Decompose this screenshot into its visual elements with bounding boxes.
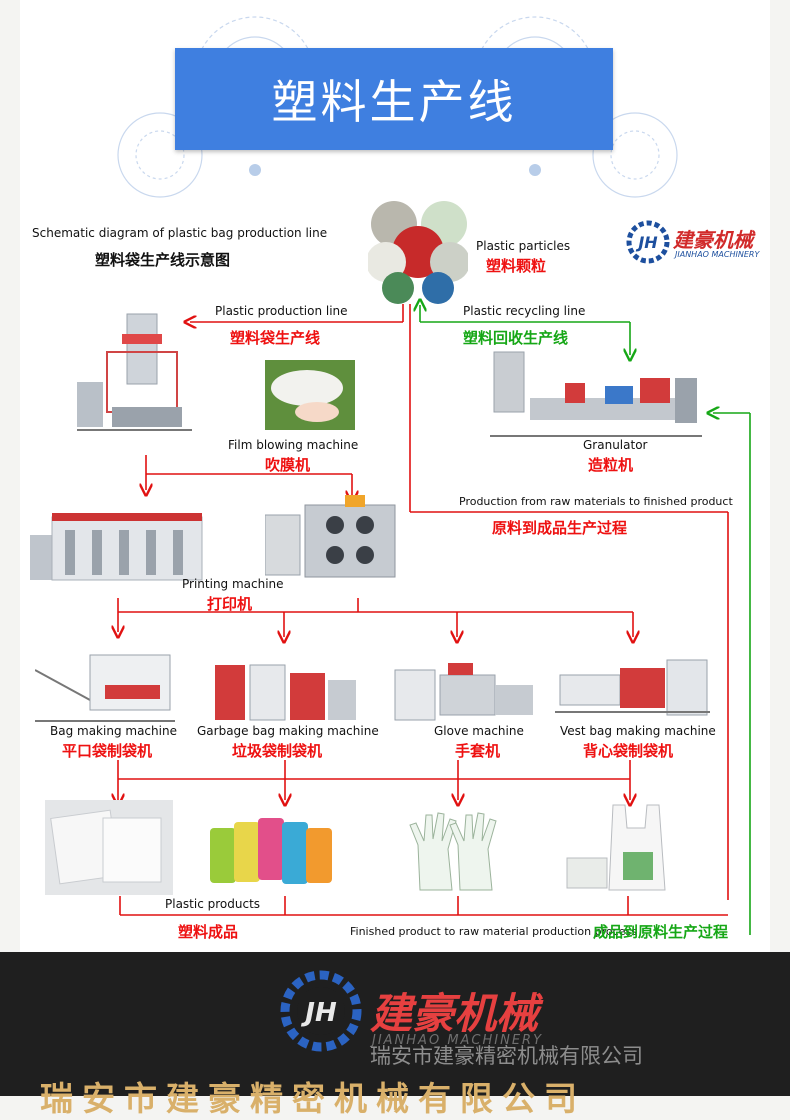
- footer-brand-cn: 建豪机械: [370, 989, 539, 1038]
- products-label-cn: 塑料成品: [178, 923, 239, 941]
- svg-text:JH: JH: [300, 998, 337, 1028]
- garbage-bag-machine-image: [215, 664, 356, 721]
- finished-to-raw-label-en: Finished product to raw material product…: [350, 925, 637, 938]
- printing-label-cn: 打印机: [207, 595, 253, 613]
- granulator-label-cn: 造粒机: [588, 456, 634, 474]
- machine-label-cn: 垃圾袋制袋机: [232, 742, 323, 760]
- gloves-product-image: [409, 812, 497, 891]
- flow-arrows: [0, 0, 751, 935]
- machine-label-cn: 手套机: [455, 742, 501, 760]
- schematic-title-en: Schematic diagram of plastic bag product…: [32, 226, 328, 240]
- company-name: 瑞安市建豪精密机械有限公司: [370, 1044, 643, 1068]
- recycling-line-label-en: Plastic recycling line: [463, 304, 586, 318]
- gravure-printing-machine-image: [30, 513, 203, 581]
- machine-label-en: Vest bag making machine: [560, 724, 716, 738]
- raw-to-finished-label-cn: 原料到成品生产过程: [492, 519, 628, 537]
- svg-text:JH: JH: [635, 233, 658, 252]
- footer-brand-en: JIANHAO MACHINERY: [372, 1033, 544, 1048]
- garbage-bags-product-image: [210, 818, 332, 884]
- brand-name-cn: 建豪机械: [673, 228, 753, 252]
- vest-bags-product-image: [566, 804, 666, 891]
- glove-machine-image: [394, 663, 533, 721]
- brand-name-en: JIANHAO MACHINERY: [675, 250, 760, 259]
- products-label-en: Plastic products: [165, 897, 261, 911]
- vest-bag-machine-image: [555, 659, 710, 716]
- film-blowing-machine-image: [77, 313, 192, 431]
- raw-to-finished-label-en: Production from raw materials to finishe…: [459, 495, 733, 508]
- company-name-large: 瑞安市建豪精密机械有限公司: [40, 1079, 586, 1118]
- machine-label-cn: 背心袋制袋机: [583, 742, 674, 760]
- granulator-image: [490, 351, 702, 437]
- production-line-label-cn: 塑料袋生产线: [230, 329, 321, 347]
- printing-label-en: Printing machine: [182, 577, 284, 591]
- machine-label-en: Bag making machine: [50, 724, 177, 738]
- recycling-line-label-cn: 塑料回收生产线: [463, 329, 569, 347]
- flat-bags-product-image: [45, 800, 173, 895]
- flexo-printing-machine-image: [265, 495, 396, 578]
- granulator-label-en: Granulator: [583, 438, 648, 452]
- diagram-panel: [20, 0, 770, 952]
- page-title: 塑料生产线: [175, 48, 613, 150]
- machine-label-en: Garbage bag making machine: [197, 724, 379, 738]
- plastic-particles-image: [368, 201, 468, 304]
- schematic-title-cn: 塑料袋生产线示意图: [95, 251, 231, 269]
- film-roll-image: [265, 360, 355, 430]
- jh-gear-logo-icon: JH: [626, 220, 670, 264]
- machine-label-cn: 平口袋制袋机: [62, 742, 153, 760]
- production-line-label-en: Plastic production line: [215, 304, 348, 318]
- film-blowing-label-en: Film blowing machine: [228, 438, 359, 452]
- particles-label-en: Plastic particles: [476, 239, 571, 253]
- machine-label-en: Glove machine: [434, 724, 524, 738]
- film-blowing-label-cn: 吹膜机: [265, 456, 311, 474]
- footer: [0, 952, 790, 1096]
- particles-label-cn: 塑料颗粒: [486, 257, 547, 275]
- finished-to-raw-label-cn: 成品到原料生产过程: [593, 923, 729, 941]
- footer-jh-gear-logo-icon: JH: [280, 970, 362, 1052]
- bag-making-machine-image: [35, 654, 175, 722]
